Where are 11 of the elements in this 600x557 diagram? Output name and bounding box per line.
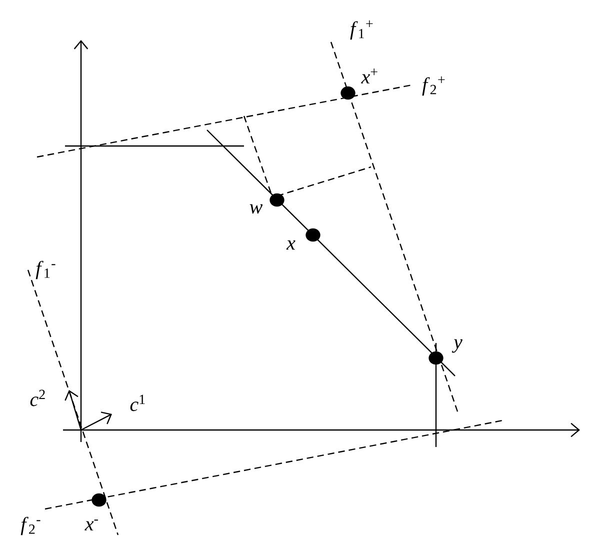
point-label: y xyxy=(452,339,462,353)
point-label: w xyxy=(250,204,263,214)
point-label: c$^{2}$ xyxy=(30,390,45,406)
point-label: f$_{1}$- xyxy=(36,260,56,280)
point-label: x$^{+}$ xyxy=(361,68,378,84)
point-label: f$_{2}$- xyxy=(20,516,40,536)
point-label: x xyxy=(286,240,296,250)
point-label: x$^{-}$ xyxy=(84,520,98,530)
point-label: f$_{1}$+ xyxy=(350,20,373,40)
point-label: c$^{1}$ xyxy=(130,394,145,412)
point-label: f$_{2}$+ xyxy=(422,76,445,96)
